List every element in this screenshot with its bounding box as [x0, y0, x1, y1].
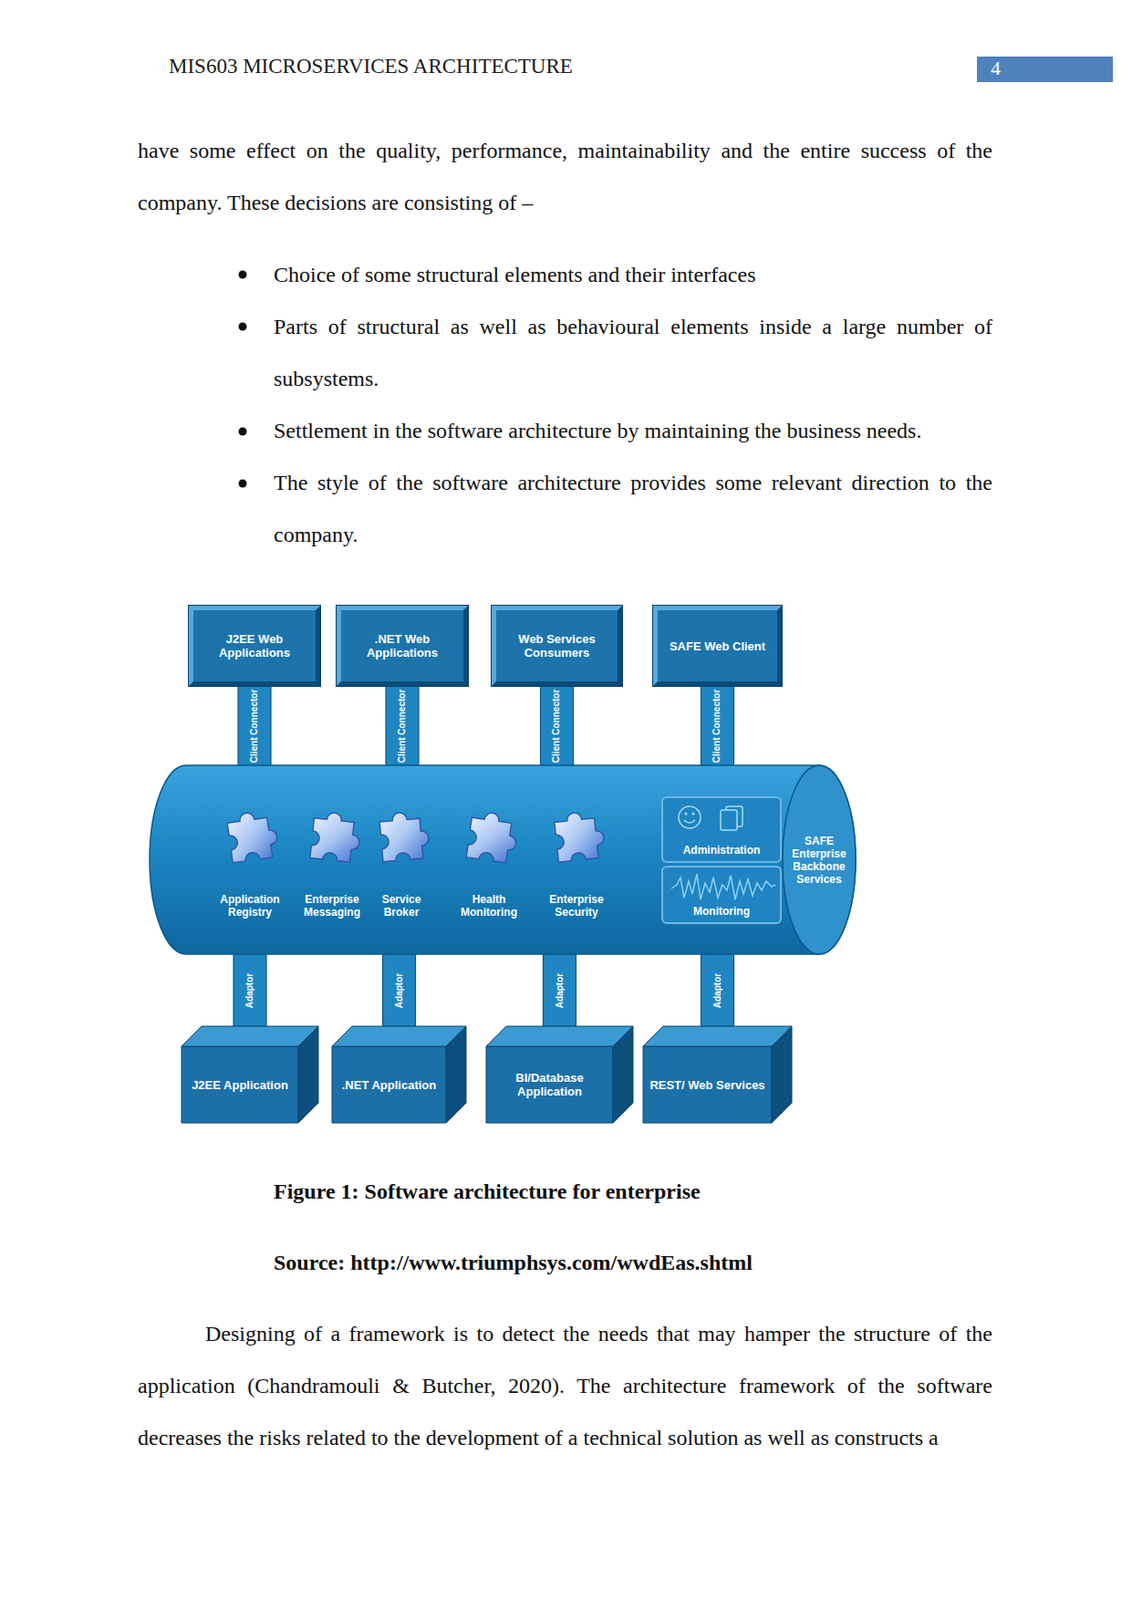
figure-source: Source: http://www.triumphsys.com/wwdEas… — [273, 1236, 993, 1289]
component-label: Enterprise Security — [541, 893, 612, 919]
cube-side — [446, 1026, 467, 1123]
node-label: Monitoring — [693, 904, 750, 918]
cylinder-body — [149, 765, 856, 955]
puzzle-piece — [226, 809, 281, 863]
node-label: .NET Application — [342, 1078, 437, 1092]
connector-label: Adaptor — [394, 971, 406, 1008]
component-label: Application Registry — [215, 893, 285, 919]
connector-bar — [383, 954, 416, 1027]
service-panel: Monitoring — [661, 865, 782, 925]
smiley-eye — [684, 811, 687, 815]
connector-label: Client Connector — [396, 687, 408, 764]
node-label: .NET Web Applications — [344, 632, 460, 660]
document-icon — [720, 810, 738, 831]
connector-label: Client Connector — [550, 687, 562, 764]
page-number: 4 — [990, 54, 1028, 83]
administration-icons — [678, 806, 743, 831]
puzzle-piece — [310, 810, 363, 863]
node-label: Administration — [683, 843, 761, 857]
node-label: Web Services Consumers — [499, 632, 614, 660]
cylinder-end-label: SAFE Enterprise Backbone Services — [784, 834, 854, 886]
cube-top — [181, 1026, 319, 1047]
cube-top — [486, 1026, 634, 1047]
bullet — [238, 479, 248, 489]
bullet — [238, 427, 248, 437]
smiley-mouth — [684, 820, 696, 823]
bullet-text: Settlement in the software architecture … — [273, 405, 993, 457]
connector-bar — [238, 685, 271, 766]
client-app-box: SAFE Web Client — [653, 605, 782, 686]
puzzle-piece — [378, 810, 430, 862]
bullet — [238, 270, 248, 280]
cube-side — [298, 1026, 319, 1123]
connector-bar — [385, 685, 419, 766]
connector-label: Client Connector — [249, 687, 260, 764]
cube-front — [643, 1046, 772, 1123]
connector-bar — [540, 685, 574, 766]
bullet-text: Parts of structural as well as behaviour… — [273, 301, 993, 406]
body-paragraph: Designing of a framework is to detect th… — [137, 1308, 993, 1465]
node-label: BI/Database Application — [486, 1070, 613, 1099]
smiley-eye — [691, 811, 695, 815]
connector-bar — [543, 954, 577, 1027]
figure-caption: Figure 1: Software architecture for ente… — [273, 1165, 993, 1218]
cube-shape — [332, 1026, 467, 1123]
bullet-text: Choice of some structural elements and t… — [273, 249, 993, 302]
bullet — [238, 322, 248, 332]
cube-shape — [643, 1026, 792, 1123]
cube-side — [612, 1026, 634, 1123]
node-label: J2EE Application — [191, 1078, 289, 1092]
component-label: Enterprise Messaging — [297, 893, 367, 919]
cube-side — [771, 1026, 792, 1123]
connector-label: Adaptor — [554, 971, 566, 1008]
client-app-box: Web Services Consumers — [491, 605, 623, 686]
monitoring-waveform — [671, 873, 776, 900]
cube-front — [332, 1046, 447, 1123]
cube-top — [643, 1026, 792, 1047]
connector-label: Adaptor — [712, 971, 724, 1008]
backend-app-cube: BI/Database Application — [486, 1026, 634, 1123]
smiley-icon — [678, 806, 701, 829]
puzzle-icons — [226, 809, 606, 864]
backend-app-cube: .NET Application — [332, 1026, 467, 1123]
connector-bar — [233, 954, 267, 1027]
running-header: MIS603 MICROSERVICES ARCHITECTURE — [168, 52, 862, 81]
puzzle-piece — [466, 810, 520, 864]
body-paragraph: have some effect on the quality, perform… — [137, 124, 993, 229]
cube-shape — [181, 1026, 319, 1123]
cube-top — [332, 1026, 467, 1047]
component-label: Service Broker — [366, 893, 437, 919]
node-label: REST/ Web Services — [649, 1078, 765, 1092]
cube-front — [181, 1046, 299, 1123]
client-app-box: .NET Web Applications — [336, 605, 468, 686]
connector-label: Client Connector — [711, 687, 723, 764]
backend-app-cube: REST/ Web Services — [643, 1026, 792, 1123]
connector-bar — [701, 685, 735, 766]
component-label: Health Monitoring — [454, 893, 524, 919]
connector-bar — [701, 954, 735, 1027]
client-app-box: J2EE Web Applications — [188, 605, 321, 686]
node-label: J2EE Web Applications — [197, 632, 312, 660]
backend-app-cube: J2EE Application — [181, 1026, 319, 1123]
node-label: SAFE Web Client — [669, 639, 766, 654]
connector-label: Adaptor — [244, 971, 256, 1008]
cube-front — [486, 1046, 613, 1123]
puzzle-piece — [553, 810, 606, 862]
cylinder-end — [782, 765, 856, 955]
bullet-text: The style of the software architecture p… — [273, 456, 993, 561]
